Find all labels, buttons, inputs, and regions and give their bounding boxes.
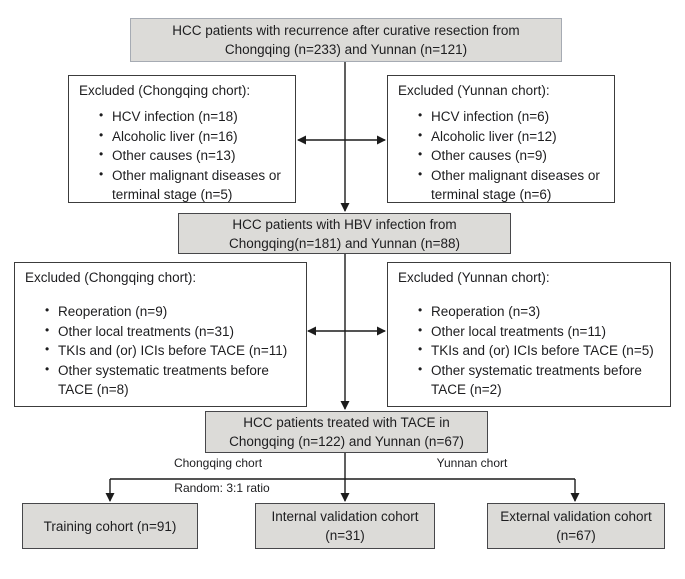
exclusion-item: Other malignant diseases or terminal sta… — [418, 165, 606, 205]
exclusion-item: HCV infection (n=18) — [99, 106, 287, 127]
flow-box-internal-validation-cohort: Internal validation cohort (n=31) — [255, 503, 435, 549]
exclusion-item: Reoperation (n=9) — [45, 301, 298, 322]
exclusion-box-row2-left: Excluded (Chongqing chort): Reoperation … — [14, 262, 307, 407]
exclusion-item: Other causes (n=13) — [99, 145, 287, 166]
exclusion-item: Reoperation (n=3) — [418, 301, 662, 322]
exclusion-list: HCV infection (n=6) Alcoholic liver (n=1… — [398, 106, 606, 205]
flow-box-text-line: HCC patients treated with TACE in — [243, 415, 450, 430]
flow-box-text-line: HCC patients with recurrence after curat… — [172, 23, 520, 38]
flow-box-text-line: (n=67) — [556, 528, 596, 543]
flow-box-hbv: HCC patients with HBV infection from Cho… — [178, 213, 511, 254]
flow-box-recurrence: HCC patients with recurrence after curat… — [130, 18, 562, 62]
flow-box-text-line: Chongqing(n=181) and Yunnan (n=88) — [229, 235, 460, 251]
exclusion-title: Excluded (Chongqing chort): — [79, 83, 251, 98]
exclusion-item: Alcoholic liver (n=12) — [418, 126, 606, 147]
exclusion-box-row1-left: Excluded (Chongqing chort): HCV infectio… — [68, 75, 296, 203]
branch-label-random-ratio: Random: 3:1 ratio — [174, 481, 270, 495]
exclusion-item: HCV infection (n=6) — [418, 106, 606, 127]
flow-box-text-line: Chongqing (n=233) and Yunnan (n=121) — [224, 42, 468, 57]
branch-label-yunnan: Yunnan chort — [436, 456, 508, 470]
exclusion-item: Alcoholic liver (n=16) — [99, 126, 287, 147]
exclusion-item: Other systematic treatments before TACE … — [45, 360, 298, 400]
flow-box-tace: HCC patients treated with TACE in Chongq… — [205, 411, 488, 453]
exclusion-item: Other malignant diseases or terminal sta… — [99, 165, 287, 205]
exclusion-list: HCV infection (n=18) Alcoholic liver (n=… — [79, 106, 287, 205]
exclusion-item: Other systematic treatments before TACE … — [418, 360, 662, 400]
flow-box-training-cohort: Training cohort (n=91) — [22, 503, 198, 549]
exclusion-title: Excluded (Chongqing chort): — [25, 270, 197, 285]
flow-box-external-validation-cohort: External validation cohort (n=67) — [487, 503, 665, 549]
exclusion-item: Other causes (n=9) — [418, 145, 606, 166]
exclusion-item: Other local treatments (n=11) — [418, 321, 662, 342]
exclusion-item: TKIs and (or) ICIs before TACE (n=5) — [418, 340, 662, 361]
flow-box-text-line: HCC patients with HBV infection from — [232, 216, 457, 232]
flow-box-text-line: Internal validation cohort — [271, 509, 419, 524]
exclusion-title: Excluded (Yunnan chort): — [398, 270, 550, 285]
exclusion-box-row2-right: Excluded (Yunnan chort): Reoperation (n=… — [387, 262, 671, 407]
flow-box-text-line: (n=31) — [325, 528, 365, 543]
exclusion-box-row1-right: Excluded (Yunnan chort): HCV infection (… — [387, 75, 615, 203]
flow-box-text-line: Chongqing (n=122) and Yunnan (n=67) — [229, 434, 464, 449]
exclusion-list: Reoperation (n=3) Other local treatments… — [398, 301, 662, 400]
flow-box-text-line: External validation cohort — [500, 509, 652, 524]
flow-box-text-line: Training cohort (n=91) — [43, 518, 177, 534]
exclusion-title: Excluded (Yunnan chort): — [398, 83, 550, 98]
exclusion-list: Reoperation (n=9) Other local treatments… — [25, 301, 298, 400]
exclusion-item: TKIs and (or) ICIs before TACE (n=11) — [45, 340, 298, 361]
branch-label-chongqing: Chongqing chort — [173, 456, 263, 470]
exclusion-item: Other local treatments (n=31) — [45, 321, 298, 342]
